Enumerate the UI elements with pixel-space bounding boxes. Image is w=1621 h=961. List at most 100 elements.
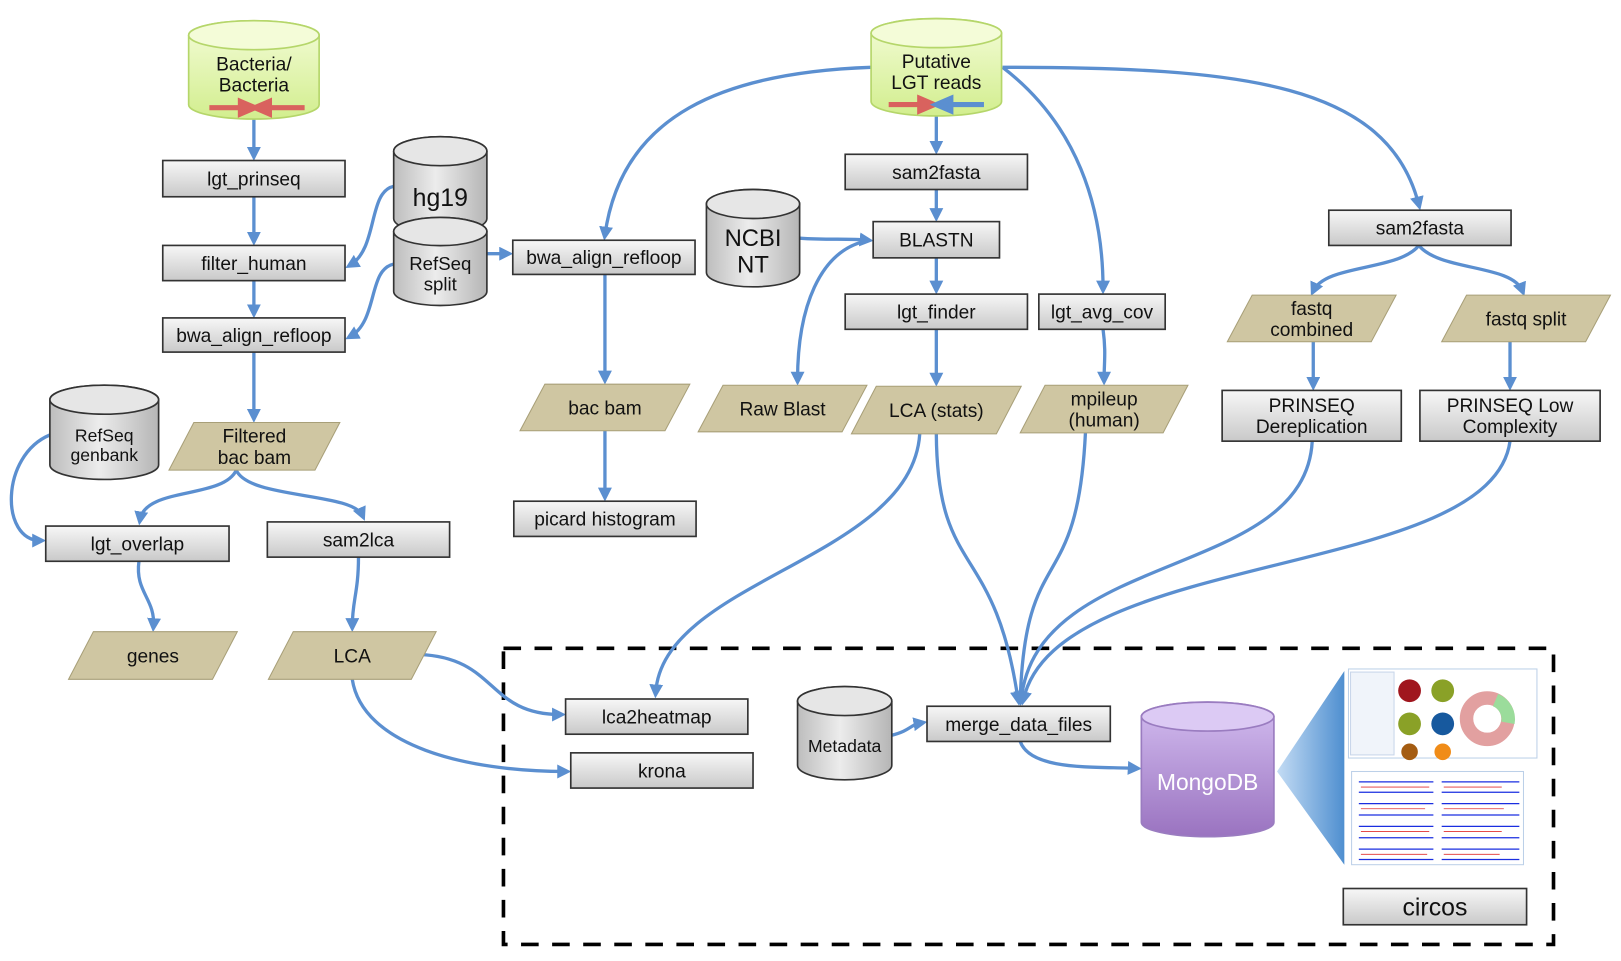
node-lgt-finder[interactable]: lgt_finder bbox=[844, 293, 1029, 331]
edge-lca-to-lca2heatmap bbox=[419, 652, 566, 722]
edge-sam2lca-to-lca bbox=[345, 557, 361, 633]
node-label: LCA bbox=[334, 646, 371, 667]
edge-prinseq_lowc-to-merge bbox=[1018, 440, 1512, 706]
process-box bbox=[512, 500, 697, 538]
node-bwa-mid[interactable]: bwa_align_refloop bbox=[511, 239, 696, 276]
process-box bbox=[926, 705, 1112, 743]
node-lca-stats[interactable]: LCA (stats) bbox=[850, 385, 1023, 435]
node-label: krona bbox=[638, 761, 686, 782]
process-box bbox=[1327, 209, 1512, 247]
edge-metadata-to-merge bbox=[891, 717, 928, 737]
node-genes[interactable]: genes bbox=[67, 631, 239, 680]
edge-lca_stats-to-merge bbox=[934, 433, 1024, 706]
node-sam2fasta-right[interactable]: sam2fasta bbox=[1327, 209, 1512, 247]
node-label: PRINSEQ bbox=[1269, 396, 1355, 417]
edge-refseq_genbank-to-lgt_overlap bbox=[9, 433, 51, 548]
node-raw-blast[interactable]: Raw Blast bbox=[697, 384, 868, 433]
dashboard-thumbnail bbox=[1347, 668, 1538, 761]
process-box bbox=[872, 220, 1001, 259]
process-box bbox=[161, 159, 346, 198]
node-bwa-left[interactable]: bwa_align_refloop bbox=[161, 317, 346, 353]
node-bacteria[interactable]: Bacteria/Bacteria bbox=[187, 19, 320, 120]
node-label: bac bam bbox=[568, 398, 641, 419]
node-blastn[interactable]: BLASTN bbox=[872, 220, 1001, 259]
process-box bbox=[1221, 389, 1403, 442]
node-bac-bam[interactable]: bac bam bbox=[519, 383, 691, 432]
edge-lgt_overlap-to-genes bbox=[136, 561, 161, 633]
data-parallelogram bbox=[1019, 384, 1189, 434]
data-parallelogram bbox=[850, 385, 1023, 435]
node-label: Raw Blast bbox=[739, 399, 826, 420]
node-label: combined bbox=[1270, 320, 1353, 341]
node-label: (human) bbox=[1068, 410, 1139, 431]
node-label: lgt_overlap bbox=[91, 535, 185, 556]
node-hg19[interactable]: hg19 bbox=[392, 135, 488, 234]
edge-sam2fasta_right-to-fastq_split bbox=[1417, 244, 1526, 297]
node-lgt-avg-cov[interactable]: lgt_avg_cov bbox=[1038, 293, 1167, 331]
node-label: Filtered bbox=[222, 427, 286, 448]
data-parallelogram bbox=[519, 383, 691, 432]
node-sam2fasta-mid[interactable]: sam2fasta bbox=[844, 153, 1029, 191]
node-label: lca2heatmap bbox=[602, 708, 712, 729]
node-merge[interactable]: merge_data_files bbox=[926, 705, 1112, 743]
process-box bbox=[844, 153, 1029, 191]
read-pair-arrows-icon bbox=[209, 97, 305, 118]
data-parallelogram bbox=[168, 421, 341, 471]
node-label: LGT reads bbox=[891, 73, 981, 94]
node-label: circos bbox=[1402, 895, 1467, 922]
table-thumbnail bbox=[1351, 770, 1525, 866]
node-circos[interactable]: circos bbox=[1342, 887, 1528, 926]
node-lgt-overlap[interactable]: lgt_overlap bbox=[44, 525, 230, 563]
node-lca[interactable]: LCA bbox=[267, 631, 437, 680]
node-label: Metadata bbox=[808, 736, 882, 756]
process-box bbox=[511, 239, 696, 276]
edge-mpileup-to-merge bbox=[1013, 432, 1088, 706]
edge-lca-to-krona bbox=[350, 679, 572, 779]
bacterial-read-arrow-icon bbox=[888, 94, 941, 115]
web-interface-screenshot-icon bbox=[1277, 668, 1538, 866]
process-box bbox=[569, 752, 754, 789]
node-filter-human[interactable]: filter_human bbox=[161, 244, 346, 282]
node-label: picard histogram bbox=[534, 510, 676, 531]
edge-lgt_reads-to-bwa_mid bbox=[599, 65, 872, 241]
node-label: MongoDB bbox=[1157, 769, 1258, 795]
edge-lgt_reads-to-lgt_avg_cov bbox=[1001, 65, 1111, 295]
node-label: lgt_prinseq bbox=[207, 170, 301, 191]
node-label: Bacteria bbox=[219, 75, 290, 96]
data-parallelogram bbox=[1226, 294, 1397, 343]
process-box bbox=[1419, 389, 1601, 442]
node-label: NCBI bbox=[725, 225, 782, 252]
node-mpileup[interactable]: mpileup(human) bbox=[1019, 384, 1189, 434]
edge-lgt_reads-to-sam2fasta_right bbox=[1002, 65, 1424, 211]
node-picard[interactable]: picard histogram bbox=[512, 500, 697, 538]
node-metadata[interactable]: Metadata bbox=[796, 685, 893, 781]
node-lgt-prinseq[interactable]: lgt_prinseq bbox=[161, 159, 346, 198]
process-box bbox=[161, 244, 346, 282]
node-label: Bacteria/ bbox=[216, 54, 292, 75]
node-fastq-split[interactable]: fastq split bbox=[1440, 294, 1612, 343]
node-label: NT bbox=[737, 251, 769, 278]
edge-refseq_split-to-bwa_left bbox=[345, 262, 395, 340]
node-label: sam2fasta bbox=[892, 163, 981, 184]
node-label: split bbox=[424, 273, 458, 294]
process-box bbox=[844, 293, 1029, 331]
node-label: Dereplication bbox=[1256, 417, 1368, 438]
edge-lca_stats-to-lca2heatmap bbox=[649, 433, 922, 699]
node-lca2heatmap[interactable]: lca2heatmap bbox=[564, 698, 749, 736]
process-box bbox=[266, 521, 451, 558]
node-mongodb[interactable]: MongoDB bbox=[1140, 701, 1275, 838]
node-label: RefSeq bbox=[409, 253, 471, 274]
output-dashed-frame bbox=[501, 646, 1556, 947]
node-krona[interactable]: krona bbox=[569, 752, 754, 789]
node-sam2lca[interactable]: sam2lca bbox=[266, 521, 451, 558]
node-label: hg19 bbox=[413, 185, 468, 212]
